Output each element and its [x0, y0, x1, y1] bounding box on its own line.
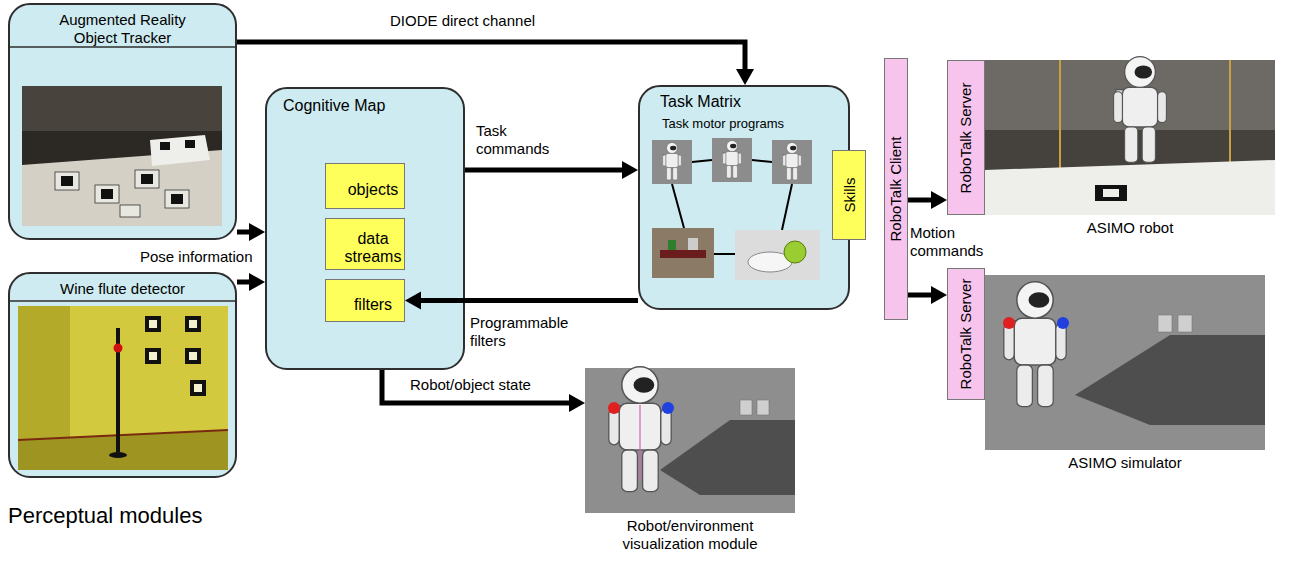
node-title: Augmented Reality Object Tracker — [43, 11, 203, 47]
simulator-art — [985, 275, 1265, 450]
robot-photo-art — [985, 57, 1275, 215]
edge-label-box: Robot/object state — [410, 376, 580, 394]
map-item-box: objects — [325, 163, 405, 209]
connector-line — [419, 298, 638, 303]
arrow-head — [405, 292, 421, 310]
detector-photo — [8, 301, 237, 470]
flow-arrow — [237, 273, 265, 291]
map-item-box: data streams — [325, 218, 405, 270]
connector-line — [237, 280, 251, 285]
flow-arrow — [908, 191, 947, 209]
tracker-panel: Augmented Reality Object Tracker — [8, 3, 237, 240]
arrow-head — [736, 69, 754, 85]
map-item-box: filters — [325, 279, 405, 322]
node-title: Robot/environment visualization module — [585, 517, 795, 553]
visualization-art — [585, 367, 795, 513]
connector-line — [465, 168, 624, 173]
arrow-head — [249, 273, 265, 291]
cognitive-map: Cognitive Map objects data streams filters — [265, 87, 465, 370]
node-title: Skills — [840, 177, 858, 212]
tracker-photo — [8, 47, 237, 226]
node-title: RoboTalk Server — [957, 82, 975, 193]
flow-arrow — [908, 286, 947, 304]
detector-panel: Wine flute detector — [8, 272, 237, 478]
arrow-head — [931, 191, 947, 209]
edge-label: Robot/object state — [410, 376, 580, 394]
node-title: ASIMO simulator — [985, 454, 1265, 472]
task-thumbnails — [652, 138, 820, 280]
node-title: RoboTalk Server — [957, 279, 975, 390]
flow-arrow — [465, 161, 638, 179]
arrow-head — [622, 161, 638, 179]
edge-label-box: Task commands — [476, 122, 556, 158]
edge-label: DIODE direct channel — [390, 12, 590, 30]
connector-line — [908, 293, 933, 298]
pose-label: Pose information — [140, 248, 265, 266]
node-subtitle: Task motor programs — [640, 111, 848, 133]
flow-arrow — [382, 370, 585, 412]
motion-label: Motion commands — [910, 224, 995, 260]
edge-label-box: Programmable filters — [470, 314, 580, 350]
flow-arrow — [405, 292, 638, 310]
skills-tab: Skills — [832, 150, 866, 240]
flow-arrow — [237, 42, 754, 85]
node-title: objects — [332, 173, 399, 199]
visualization-view: Robot/environment visualization module — [585, 368, 795, 513]
edge-label: Programmable filters — [470, 314, 580, 350]
label-box: Motion commands — [910, 224, 995, 260]
server-tab: RoboTalk Server — [947, 268, 985, 400]
connector-line — [908, 198, 933, 203]
simulator-view: ASIMO simulator — [985, 275, 1265, 450]
node-title: Task Matrix — [640, 87, 848, 111]
task-matrix: Task MatrixTask motor programs — [638, 85, 850, 310]
node-title: data streams — [326, 222, 404, 266]
node-title: ASIMO robot — [985, 219, 1275, 237]
connector-line — [237, 230, 251, 235]
robot-photo: ASIMO robot — [985, 60, 1275, 215]
server-tab: RoboTalk Server — [947, 60, 985, 215]
node-title: Wine flute detector — [23, 280, 223, 298]
node-title: Cognitive Map — [267, 89, 463, 115]
flow-arrow — [237, 223, 265, 241]
label-box: Pose information — [140, 248, 265, 266]
arrow-head — [931, 286, 947, 304]
client-tab: RoboTalk Client — [884, 58, 908, 320]
section-title: Perceptual modules — [8, 503, 288, 529]
node-title: filters — [338, 288, 392, 314]
label-box: Perceptual modules — [8, 503, 288, 529]
arrow-head — [569, 394, 585, 412]
edge-label: Task commands — [476, 122, 556, 158]
edge-label-box: DIODE direct channel — [390, 12, 590, 30]
node-title: RoboTalk Client — [887, 136, 905, 241]
arrow-head — [249, 223, 265, 241]
connector-line — [237, 42, 745, 71]
